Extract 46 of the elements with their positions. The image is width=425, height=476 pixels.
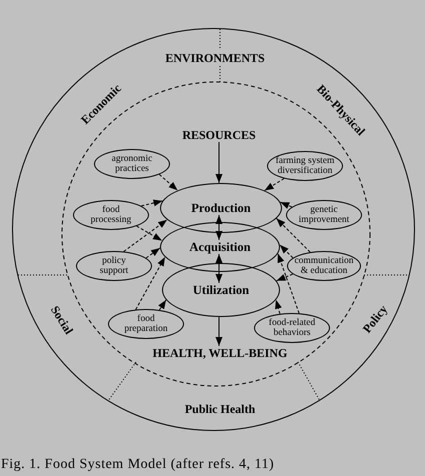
dashed-arrow [158, 174, 178, 191]
factor-label: food-related behaviors [268, 318, 316, 338]
stage-name: Acquisition [189, 240, 251, 254]
factor-ellipse [267, 151, 343, 181]
factor-ellipse [94, 149, 170, 179]
dashed-arrow [275, 299, 282, 314]
stage-ellipse [160, 183, 282, 233]
factor-ellipse [108, 309, 184, 339]
dashed-arrow [276, 274, 294, 282]
flow-label: HEALTH, WELL-BEING [152, 346, 288, 360]
double-arrow [216, 214, 222, 240]
dashed-arrow [276, 218, 311, 253]
factor-label: farming system diversification [274, 156, 336, 176]
dashed-arrow [123, 219, 168, 252]
factor-label: policy support [98, 256, 130, 276]
dashed-arrow [277, 253, 300, 314]
dashed-arrow [140, 200, 163, 206]
sector-label: Public Health [184, 402, 256, 416]
factor-ellipse [254, 313, 330, 343]
dashed-arrow [279, 244, 294, 258]
figure-caption: Fig. 1. Food System Model (after refs. 4, 11) [1, 457, 274, 473]
factor-label: communication & education [293, 256, 355, 276]
factor-ellipse [76, 251, 152, 281]
stage-ellipse [160, 222, 280, 272]
factor-ellipse [286, 200, 362, 230]
outer-circle [12, 28, 415, 431]
factor-label: food preparation [123, 314, 169, 334]
factor-label: food processing [90, 205, 132, 225]
arrow [216, 316, 222, 346]
stage-ellipse [162, 263, 280, 317]
dashed-arrow [136, 226, 162, 242]
dashed-arrow [158, 299, 167, 310]
flow-label: RESOURCES [182, 128, 256, 142]
factor-label: genetic improvement [298, 205, 350, 225]
dashed-arrow [135, 256, 166, 310]
double-arrow [216, 254, 222, 284]
dashed-arrow [280, 202, 292, 209]
factor-label: agronomic practices [110, 154, 154, 174]
stage-name: Production [191, 201, 251, 215]
ring-title: ENVIRONMENTS [165, 51, 265, 65]
stage-name: Utilization [192, 283, 250, 297]
arrow [216, 142, 222, 184]
factor-ellipse [73, 200, 149, 230]
dashed-arrow [146, 248, 160, 258]
factor-ellipse [287, 251, 361, 281]
dashed-arrow [264, 178, 285, 191]
